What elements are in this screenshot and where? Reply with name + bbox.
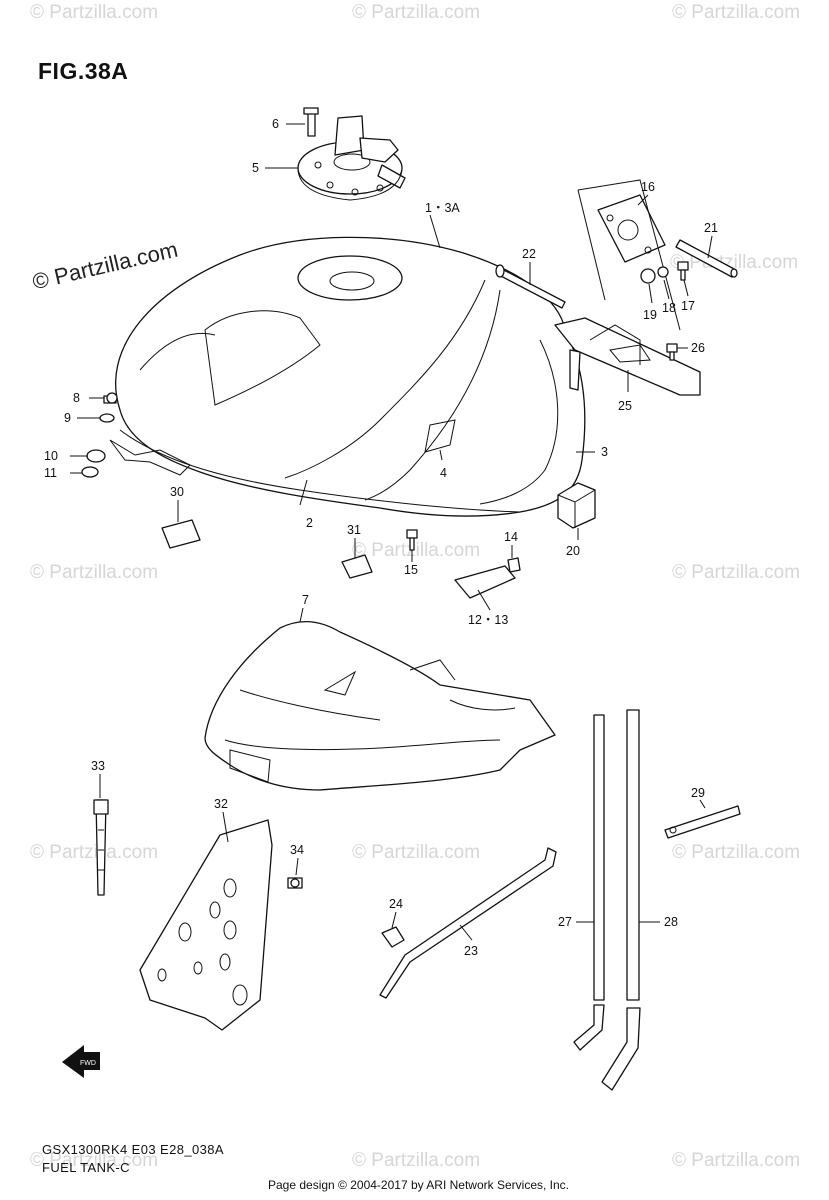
hinge-bolt: [677, 261, 689, 281]
callout-27: 27: [558, 915, 572, 929]
guide-line: [577, 189, 606, 301]
hose-clamp: [381, 926, 405, 948]
model-code: GSX1300RK4 E03 E28_038A: [42, 1142, 224, 1157]
callout-2: 2: [306, 516, 313, 530]
figure-title: FIG.38A: [38, 58, 129, 84]
callout-6: 6: [272, 117, 279, 131]
callout-32: 32: [214, 797, 228, 811]
fuel-tank: [109, 236, 586, 517]
callout-16: 16: [641, 180, 655, 194]
fwd-arrow: FWD: [62, 1045, 100, 1078]
callout-34: 34: [290, 843, 304, 857]
callout-10: 10: [44, 449, 58, 463]
callout-labels: 6 5 1・3A 2 3 4 7 8 9 10 11 12・13 14 15 1…: [44, 117, 718, 958]
page-credit: Page design © 2004-2017 by ARI Network S…: [268, 1178, 570, 1192]
callout-17: 17: [681, 299, 695, 313]
callout-33: 33: [91, 759, 105, 773]
callout-23: 23: [464, 944, 478, 958]
clip: [507, 557, 521, 573]
hose-clip: [664, 805, 741, 839]
callout-7: 7: [302, 593, 309, 607]
callout-21: 21: [704, 221, 718, 235]
callout-31: 31: [347, 523, 361, 537]
breather-rod: [379, 847, 557, 999]
screw: [406, 529, 418, 551]
rubber-cushion: [557, 482, 596, 529]
side-cover: [454, 565, 516, 599]
callout-26: 26: [691, 341, 705, 355]
guide-line: [577, 179, 681, 331]
callout-8: 8: [73, 391, 80, 405]
callout-28: 28: [664, 915, 678, 929]
callout-24: 24: [389, 897, 403, 911]
hinge-pin: [675, 239, 738, 278]
callout-29: 29: [691, 786, 705, 800]
callout-30: 30: [170, 485, 184, 499]
callout-14: 14: [504, 530, 518, 544]
tank-bracket: [554, 317, 701, 396]
tank-under-cover: [204, 620, 556, 791]
section-name: FUEL TANK-C: [42, 1160, 130, 1175]
callout-4: 4: [440, 466, 447, 480]
callout-22: 22: [522, 247, 536, 261]
fuel-cap: [297, 115, 406, 201]
callout-11: 11: [44, 466, 57, 480]
callout-1-3a: 1・3A: [425, 201, 460, 215]
callout-3: 3: [601, 445, 608, 459]
long-bolt: [495, 264, 566, 309]
collar: [657, 266, 669, 278]
fwd-label: FWD: [80, 1060, 96, 1067]
drain-hose: [573, 714, 605, 1051]
callout-20: 20: [566, 544, 580, 558]
leader-lines: [70, 123, 713, 941]
shield-bolt: [287, 877, 303, 889]
washer: [99, 413, 115, 423]
bushing: [640, 268, 656, 284]
hinge-bracket: [597, 194, 666, 263]
callout-12-13: 12・13: [468, 613, 508, 627]
cushion-pad: [161, 519, 201, 549]
callout-5: 5: [252, 161, 259, 175]
cap-bolt: [303, 107, 319, 137]
band-strap: [93, 799, 109, 896]
tank-bolt: [103, 392, 118, 404]
callout-9: 9: [64, 411, 71, 425]
callout-18: 18: [662, 301, 676, 315]
heat-shield: [139, 819, 273, 1031]
callout-15: 15: [404, 563, 418, 577]
breather-hose: [601, 709, 641, 1091]
grommet: [86, 449, 106, 463]
callout-25: 25: [618, 399, 632, 413]
cushion-pad: [341, 554, 373, 579]
cushion: [81, 466, 99, 478]
callout-19: 19: [643, 308, 657, 322]
